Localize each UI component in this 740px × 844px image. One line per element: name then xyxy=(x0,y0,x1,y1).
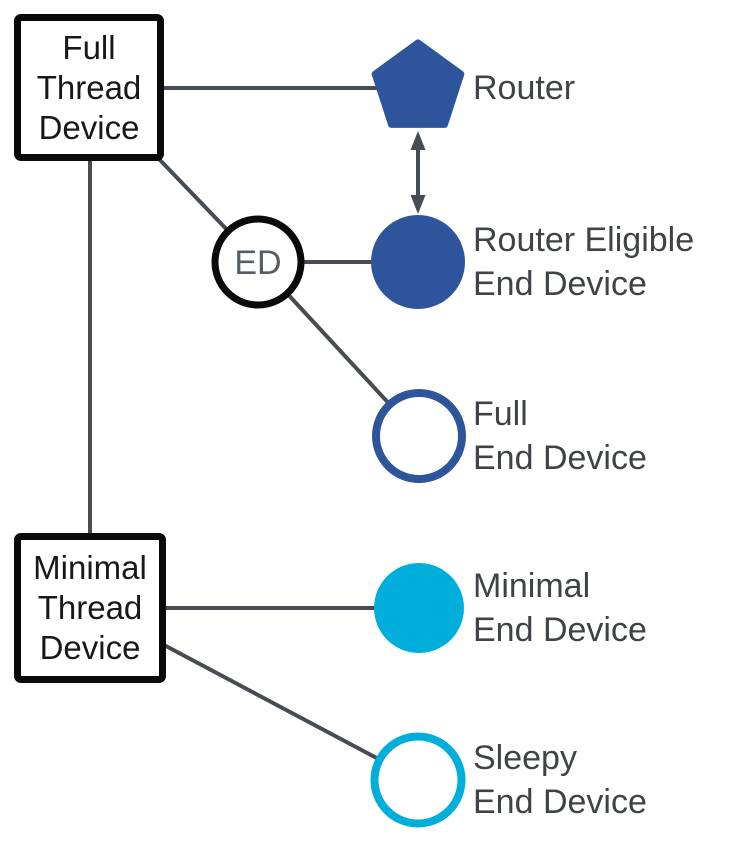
minimal-thread-device-box: Minimal Thread Device xyxy=(14,533,166,683)
label-line: Full xyxy=(473,395,528,433)
router-pentagon xyxy=(371,39,465,128)
label-line: Sleepy xyxy=(473,739,577,777)
label-line: End Device xyxy=(473,265,647,303)
label-minimal-end-device: Minimal End Device xyxy=(473,564,647,652)
label-line: Router xyxy=(473,69,576,107)
minimal-end-device-circle xyxy=(374,563,464,653)
full-end-device-circle xyxy=(372,389,466,483)
label-sleepy-end-device: Sleepy End Device xyxy=(473,736,647,824)
router-eligible-end-device-circle xyxy=(371,215,465,309)
sleepy-end-device-circle xyxy=(370,732,466,828)
ed-circle xyxy=(211,215,305,309)
box-label-line: Minimal xyxy=(33,549,147,586)
label-router: Router xyxy=(473,66,575,110)
ed-circle-label: ED xyxy=(234,244,282,282)
label-line: End Device xyxy=(473,783,647,821)
box-label-line: Thread xyxy=(37,589,143,626)
box-label-line: Device xyxy=(39,629,141,666)
label-router-eligible-end-device: Router Eligible End Device xyxy=(473,218,694,306)
arrow-head-down-icon xyxy=(410,195,426,214)
box-label-line: Full xyxy=(62,28,116,66)
label-line: End Device xyxy=(473,439,647,477)
label-line: Minimal xyxy=(473,567,591,605)
arrow-head-up-icon xyxy=(410,131,426,150)
label-line: Router Eligible xyxy=(473,221,695,259)
edge-minimal-thread-device-sleepy-end-device xyxy=(163,643,419,782)
full-thread-device-box: Full Thread Device xyxy=(14,14,164,161)
box-label-line: Thread xyxy=(36,68,142,106)
label-line: End Device xyxy=(473,611,647,649)
label-full-end-device: Full End Device xyxy=(473,392,647,480)
box-label-line: Device xyxy=(38,108,140,146)
